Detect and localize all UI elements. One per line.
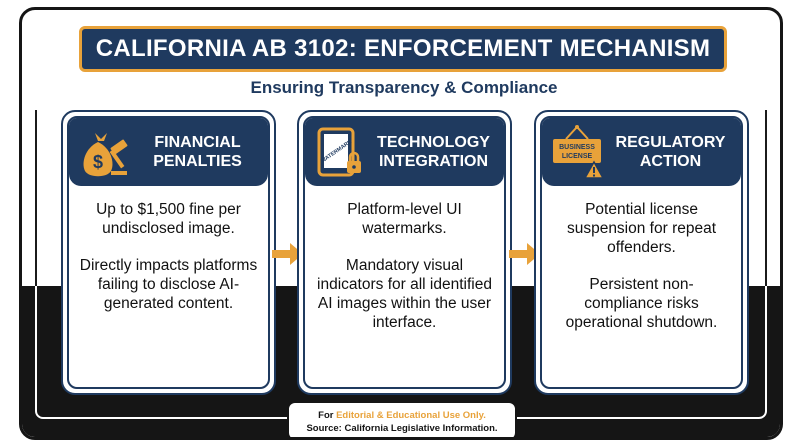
card-paragraph: Up to $1,500 fine per undisclosed image.: [96, 201, 241, 237]
card-technology-integration: WATERMARK TECHNOLOGY INTEGRATION Platfor…: [297, 110, 512, 395]
title-banner: CALIFORNIA AB 3102: ENFORCEMENT MECHANIS…: [79, 26, 727, 72]
arrow-right-icon: [509, 243, 540, 265]
card-body: Potential license suspension for repeat …: [542, 186, 741, 332]
card-header: WATERMARK TECHNOLOGY INTEGRATION: [305, 118, 504, 186]
card-paragraph: Platform-level UI watermarks.: [347, 201, 462, 237]
card-header: BUSINESS LICENSE REGULATORY ACTION: [542, 118, 741, 186]
card-title: FINANCIAL PENALTIES: [153, 134, 242, 170]
card-title: REGULATORY ACTION: [615, 134, 726, 170]
card-regulatory-action: BUSINESS LICENSE REGULATORY ACTION Poten…: [534, 110, 749, 395]
card-financial-penalties: $ FINANCIAL PENALTIES Up to $1,500 fine …: [61, 110, 276, 395]
infographic-frame: CALIFORNIA AB 3102: ENFORCEMENT MECHANIS…: [19, 7, 783, 440]
source-footer: For Editorial & Educational Use Only. So…: [287, 401, 517, 437]
card-paragraph: Potential license suspension for repeat …: [566, 201, 717, 256]
card-paragraph: Directly impacts platforms failing to di…: [79, 257, 258, 312]
card-paragraph: Mandatory visual indicators for all iden…: [317, 257, 492, 331]
business-license-warning-icon: BUSINESS LICENSE: [553, 125, 605, 179]
page-subtitle: Ensuring Transparency & Compliance: [250, 78, 558, 97]
card-header: $ FINANCIAL PENALTIES: [69, 118, 268, 186]
card-body: Platform-level UI watermarks. Mandatory …: [305, 186, 504, 332]
svg-text:$: $: [93, 152, 103, 172]
card-title: TECHNOLOGY INTEGRATION: [377, 134, 490, 170]
tablet-watermark-icon: WATERMARK: [317, 127, 361, 177]
money-bag-gavel-icon: $: [83, 133, 128, 177]
card-body: Up to $1,500 fine per undisclosed image.…: [69, 186, 268, 313]
license-label-line2: LICENSE: [562, 153, 593, 160]
usage-note: For Editorial & Educational Use Only.: [318, 410, 486, 421]
source-note: Source: California Legislative Informati…: [306, 423, 498, 434]
arrow-right-icon: [272, 243, 303, 265]
card-paragraph: Persistent non-compliance risks operatio…: [565, 276, 718, 331]
page-title: CALIFORNIA AB 3102: ENFORCEMENT MECHANIS…: [95, 35, 711, 62]
license-label-line1: BUSINESS: [559, 144, 595, 151]
